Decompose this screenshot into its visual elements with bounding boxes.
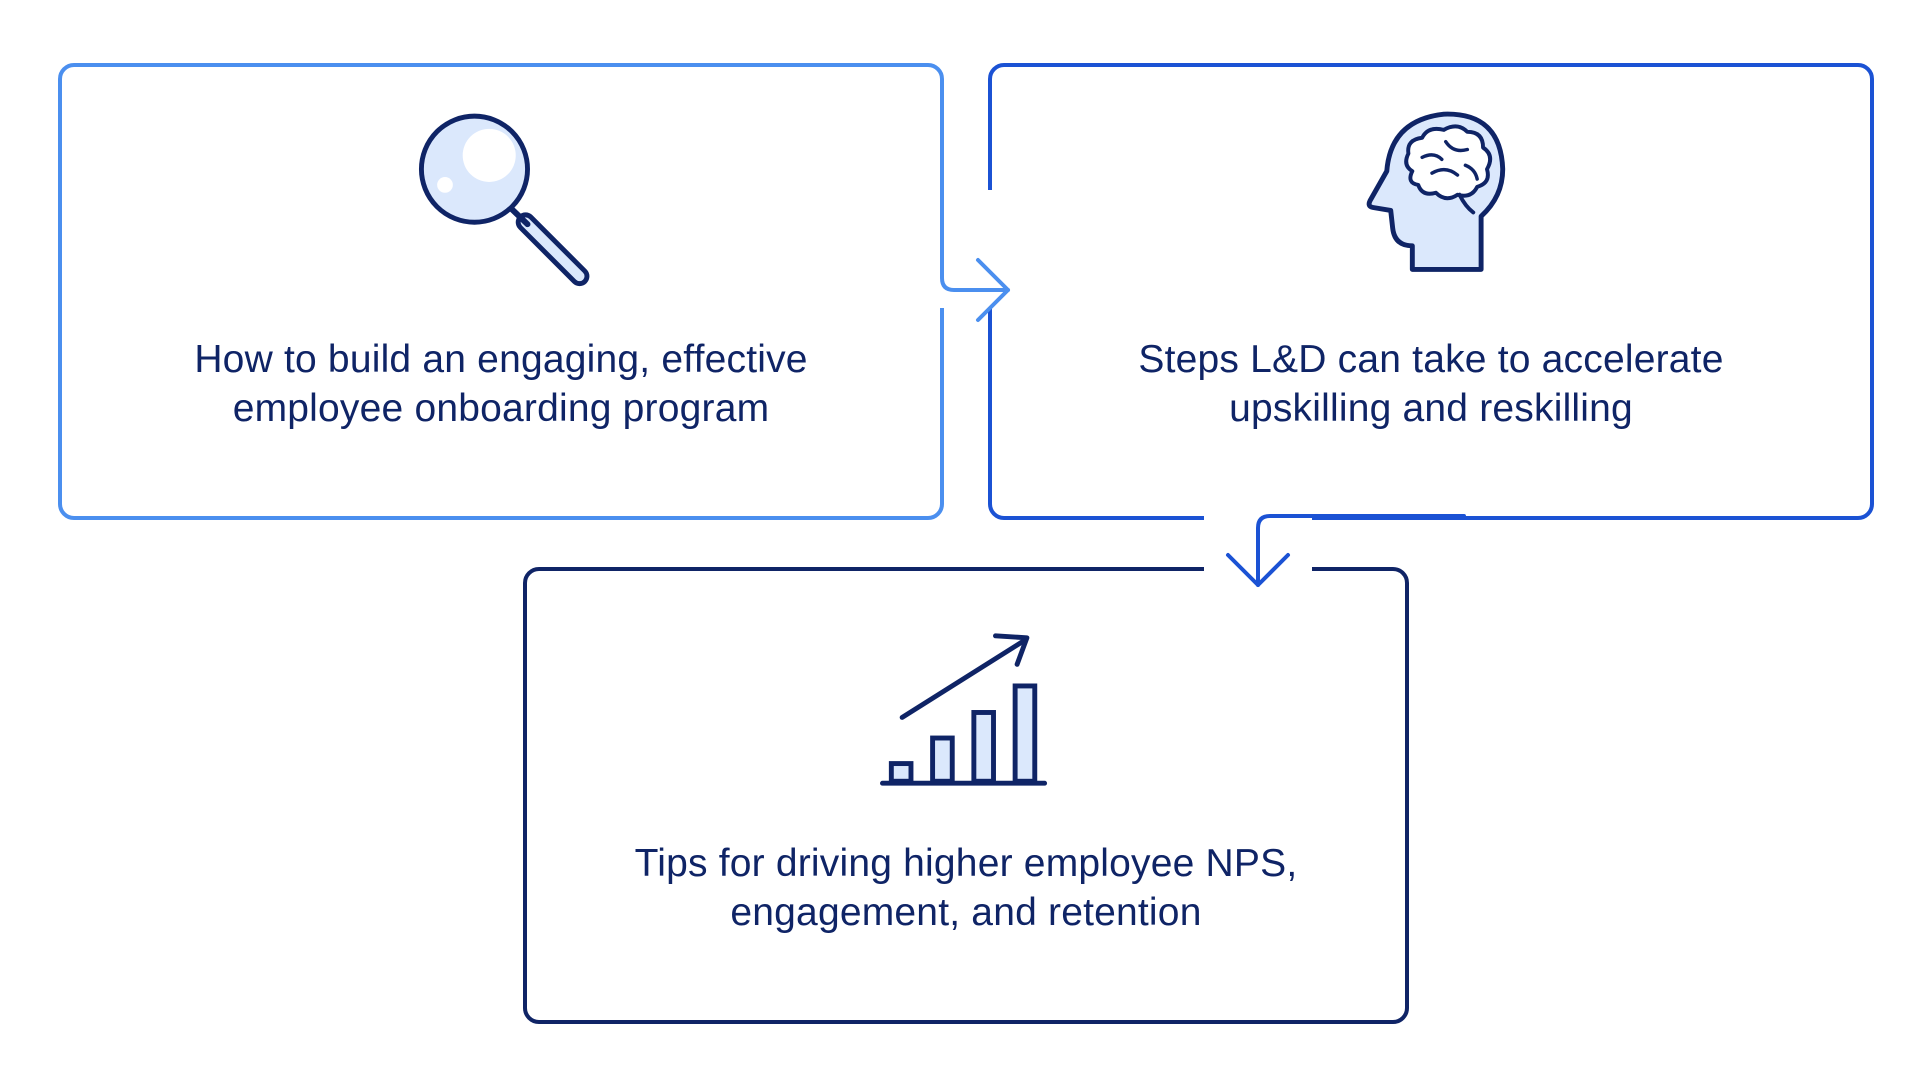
card-upskilling-line-2: upskilling and reskilling bbox=[1229, 387, 1633, 430]
magnifying-glass-icon bbox=[418, 113, 590, 287]
card-retention-line-2: engagement, and retention bbox=[730, 891, 1202, 934]
card-onboarding-line-1: How to build an engaging, effective bbox=[194, 338, 808, 381]
growth-chart-icon bbox=[880, 633, 1048, 786]
card-retention-text: Tips for driving higher employee NPS, en… bbox=[527, 839, 1405, 937]
card-onboarding-line-2: employee onboarding program bbox=[232, 387, 770, 430]
card-upskilling-text: Steps L&D can take to accelerate upskill… bbox=[992, 335, 1870, 433]
brain-head-icon bbox=[1366, 111, 1506, 272]
card-retention: Tips for driving higher employee NPS, en… bbox=[523, 567, 1409, 1024]
card-onboarding: How to build an engaging, effective empl… bbox=[58, 63, 944, 520]
card-retention-line-1: Tips for driving higher employee NPS, bbox=[634, 842, 1298, 885]
card-upskilling-line-1: Steps L&D can take to accelerate bbox=[1138, 338, 1724, 381]
card-upskilling: Steps L&D can take to accelerate upskill… bbox=[988, 63, 1874, 520]
card-onboarding-text: How to build an engaging, effective empl… bbox=[62, 335, 940, 433]
